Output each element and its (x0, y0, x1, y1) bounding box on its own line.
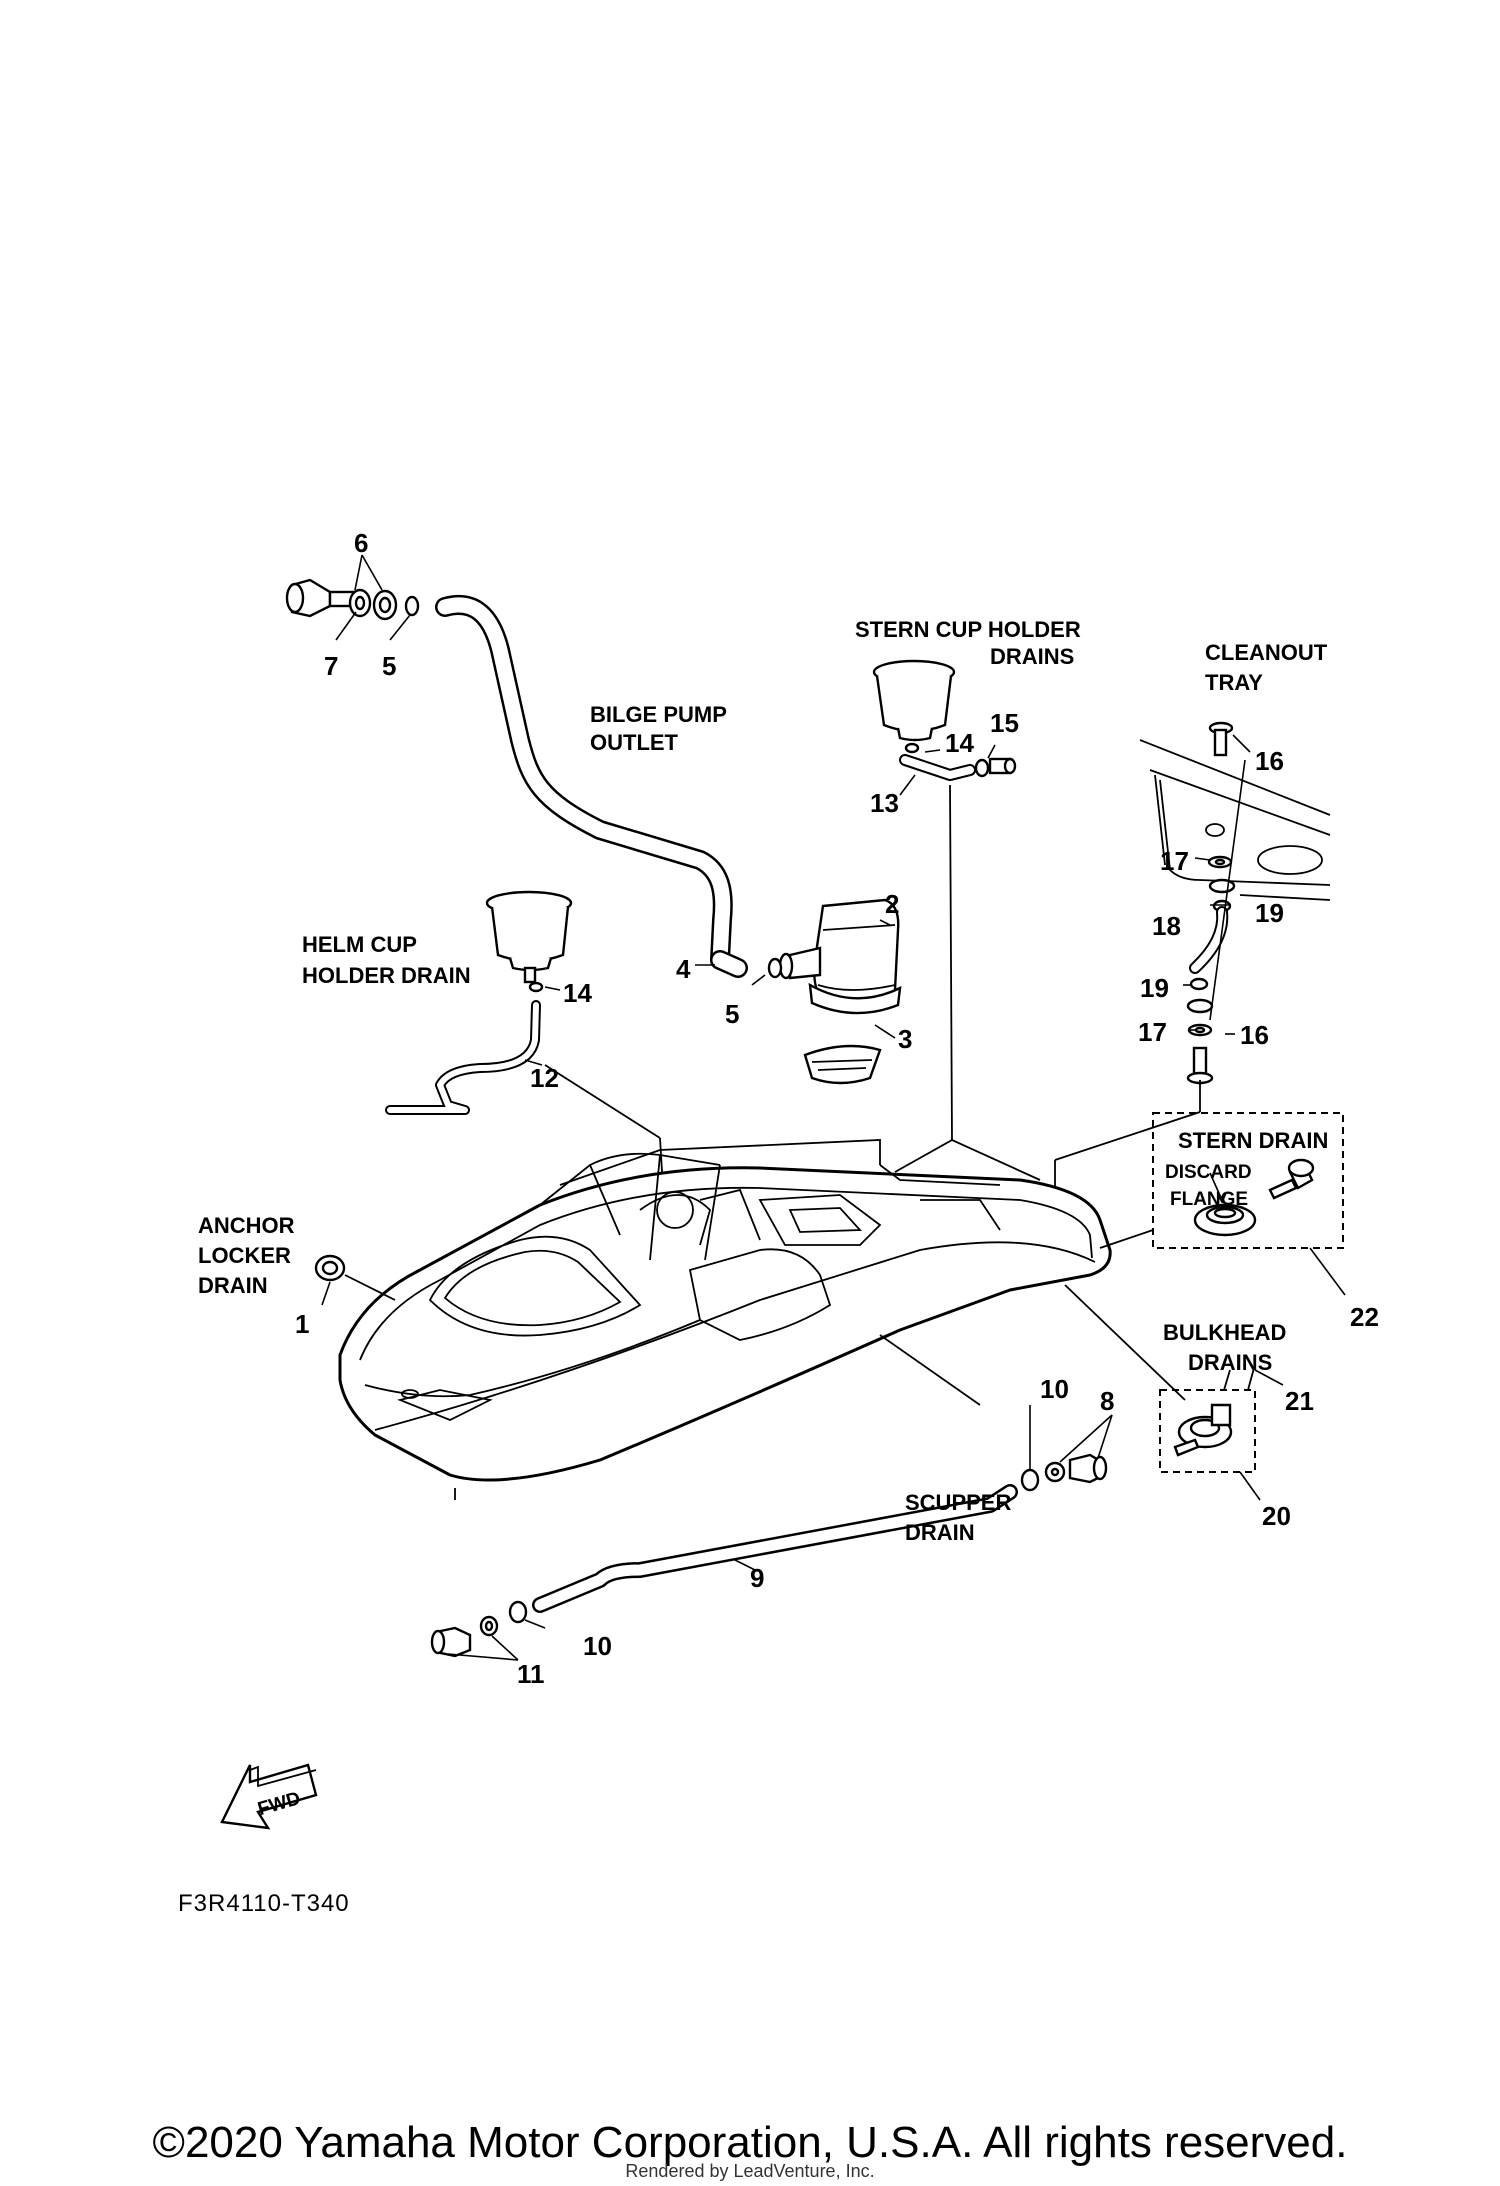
callout-19: 19 (1140, 973, 1169, 1003)
anchor-locker-drain-plug (314, 1254, 346, 1282)
scupper-drain-label-2: DRAIN (905, 1520, 975, 1545)
callout-19: 19 (1255, 898, 1284, 928)
copyright-notice: ©2020 Yamaha Motor Corporation, U.S.A. A… (152, 2118, 1348, 2167)
scupper-drain-label-1: SCUPPER (905, 1490, 1011, 1515)
stern-drain-fitting (974, 757, 1017, 778)
stern-drain-box (1152, 1112, 1344, 1249)
callout-18: 18 (1152, 911, 1181, 941)
callout-4: 4 (676, 954, 691, 984)
callout-14: 14 (945, 728, 974, 758)
outlet-fitting (285, 578, 420, 621)
stern-drain-label: STERN DRAIN (1178, 1128, 1328, 1153)
callout-20: 20 (1262, 1501, 1291, 1531)
callout-16: 16 (1240, 1020, 1269, 1050)
stern-drain-plug (1268, 1158, 1315, 1200)
callout-10: 10 (1040, 1374, 1069, 1404)
figure-code: F3R4110-T340 (178, 1890, 350, 1917)
bilge-pump-outlet-label-1: BILGE PUMP (590, 702, 727, 727)
fwd-arrow-icon (220, 1763, 318, 1830)
callout-21: 21 (1285, 1386, 1314, 1416)
callout-3: 3 (898, 1024, 912, 1054)
stern-cup-holder (872, 659, 956, 754)
callout-14: 14 (563, 978, 592, 1008)
callout-2: 2 (885, 889, 899, 919)
helm-cup-holder-label-2: HOLDER DRAIN (302, 963, 471, 988)
callout-17: 17 (1138, 1017, 1167, 1047)
cleanout-fittings (1186, 721, 1236, 1085)
callout-22: 22 (1350, 1302, 1379, 1332)
pump-strainer (803, 1044, 882, 1085)
callout-13: 13 (870, 788, 899, 818)
cleanout-tray-label-1: CLEANOUT (1205, 640, 1328, 665)
callout-8: 8 (1100, 1386, 1114, 1416)
callout-5: 5 (382, 651, 396, 681)
callout-1: 1 (295, 1309, 309, 1339)
callout-11: 11 (517, 1659, 545, 1689)
callout-12: 12 (530, 1063, 559, 1093)
callout-6: 6 (354, 528, 368, 558)
bulkhead-drain (1173, 1367, 1255, 1457)
helm-cup-holder-label-1: HELM CUP (302, 932, 417, 957)
callout-15: 15 (990, 708, 1019, 738)
discard-flange-label-1: DISCARD (1165, 1162, 1252, 1183)
callout-7: 7 (324, 651, 338, 681)
bilge-pump (767, 898, 902, 1015)
callout-17: 17 (1160, 846, 1189, 876)
cleanout-tray-label-2: TRAY (1205, 670, 1263, 695)
callout-16: 16 (1255, 746, 1284, 776)
anchor-locker-label-3: DRAIN (198, 1273, 268, 1298)
cleanout-tray (1139, 739, 1331, 901)
callout-10: 10 (583, 1631, 612, 1661)
anchor-locker-label-1: ANCHOR (198, 1213, 295, 1238)
discard-flange-label-2: FLANGE (1170, 1189, 1248, 1210)
callout-5: 5 (725, 999, 739, 1029)
boat-hull (338, 1139, 1112, 1500)
stern-cup-holder-drains-label-1: STERN CUP HOLDER (855, 617, 1081, 642)
bulkhead-drain-box (1159, 1389, 1256, 1473)
stern-cup-holder-drains-label-2: DRAINS (990, 644, 1074, 669)
bulkhead-drains-label-2: DRAINS (1188, 1350, 1272, 1375)
anchor-locker-label-2: LOCKER (198, 1243, 291, 1268)
bilge-pump-outlet-hose (435, 594, 748, 978)
discard-flange (1193, 1203, 1257, 1237)
scupper-fittings (430, 1453, 1108, 1658)
bilge-pump-outlet-label-2: OUTLET (590, 730, 679, 755)
helm-cup-holder (485, 890, 573, 993)
rendered-by-note: Rendered by LeadVenture, Inc. (625, 2161, 875, 2181)
bulkhead-drains-label-1: BULKHEAD (1163, 1320, 1286, 1345)
callout-9: 9 (750, 1563, 764, 1593)
